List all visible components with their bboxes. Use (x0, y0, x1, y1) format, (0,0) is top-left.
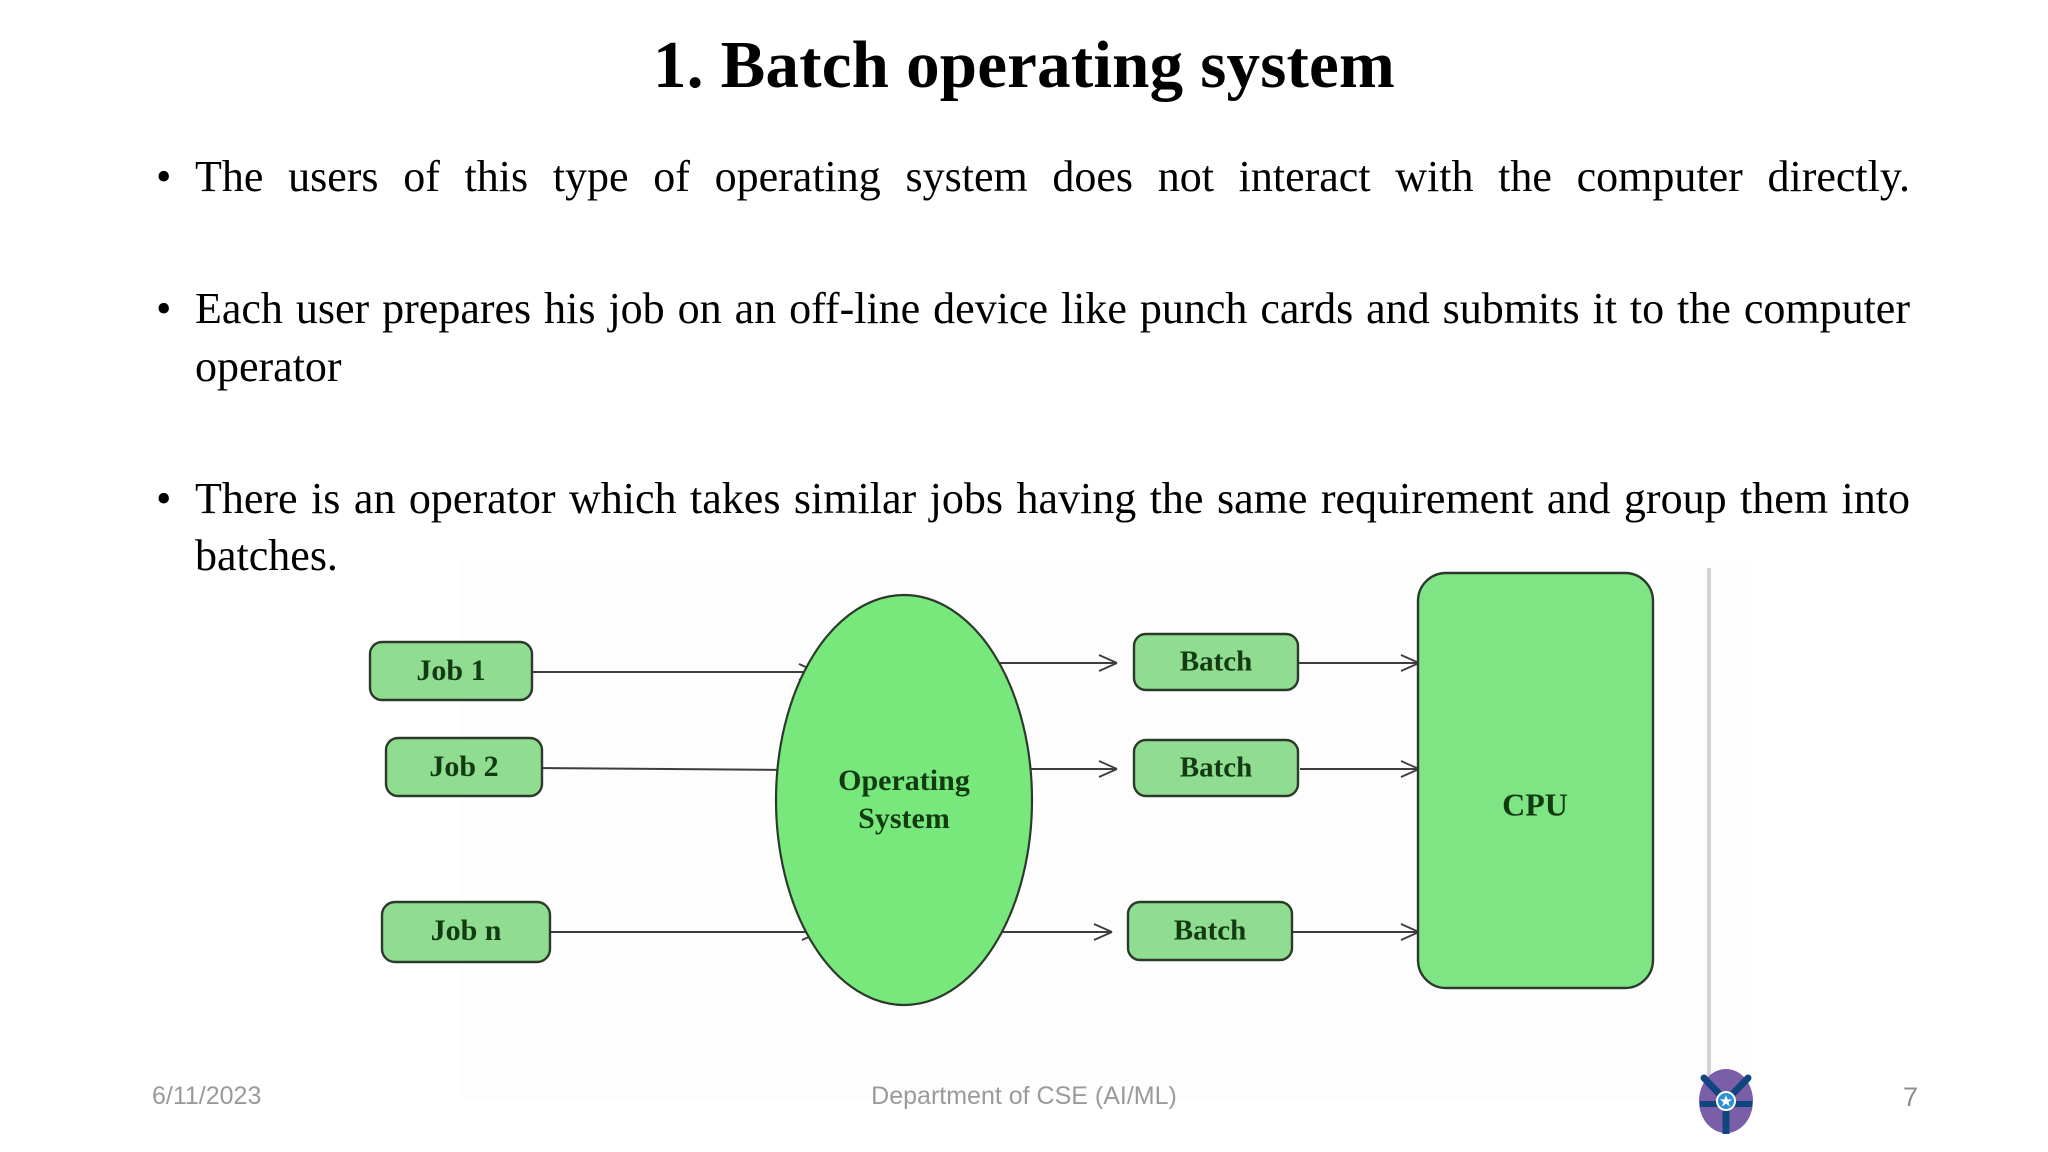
node-operating-system: Operating System (774, 593, 1034, 1007)
node-batch-3-label: Batch (1174, 915, 1247, 947)
node-job-n: Job n (380, 900, 552, 964)
node-job-1-label: Job 1 (416, 654, 485, 687)
list-item-text: The users of this type of operating syst… (195, 152, 1910, 201)
node-batch-1-label: Batch (1180, 646, 1253, 678)
node-batch-2-label: Batch (1180, 752, 1253, 784)
university-crest-logo-icon (1699, 1069, 1753, 1134)
bullet-marker-icon: • (156, 284, 172, 334)
footer-date: 6/11/2023 (152, 1082, 262, 1110)
node-cpu: CPU (1416, 571, 1655, 990)
bullet-list: • The users of this type of operating sy… (150, 148, 1910, 642)
batch-os-diagram: Job 1 Job 2 Job n Operating System Batch (368, 560, 1752, 1100)
node-operating-system-label-line2: System (858, 802, 950, 835)
list-item: • Each user prepares his job on an off-l… (150, 280, 1910, 452)
node-operating-system-label-line1: Operating (838, 764, 970, 797)
bullet-marker-icon: • (156, 152, 172, 201)
list-item: • There is an operator which takes simil… (150, 470, 1910, 642)
node-batch-3: Batch (1126, 900, 1294, 962)
list-item: • The users of this type of operating sy… (150, 148, 1910, 262)
list-item-text: Each user prepares his job on an off-lin… (195, 284, 1910, 391)
list-item-text: There is an operator which takes similar… (195, 473, 1910, 581)
node-batch-1: Batch (1132, 632, 1300, 692)
node-job-2: Job 2 (384, 736, 544, 798)
node-cpu-label: CPU (1502, 786, 1568, 822)
footer-department: Department of CSE (AI/ML) (871, 1082, 1177, 1110)
footer-page-number: 7 (1902, 1082, 1918, 1112)
node-job-2-label: Job 2 (429, 750, 498, 783)
node-batch-2: Batch (1132, 738, 1300, 798)
diagram-svg: Job 1 Job 2 Job n Operating System Batch (368, 568, 1711, 1080)
connector-job2-to-os (533, 761, 798, 779)
bullet-marker-icon: • (156, 473, 172, 523)
node-job-1: Job 1 (368, 640, 534, 702)
page-title: 1. Batch operating system (653, 28, 1395, 102)
node-job-n-label: Job n (431, 914, 502, 947)
